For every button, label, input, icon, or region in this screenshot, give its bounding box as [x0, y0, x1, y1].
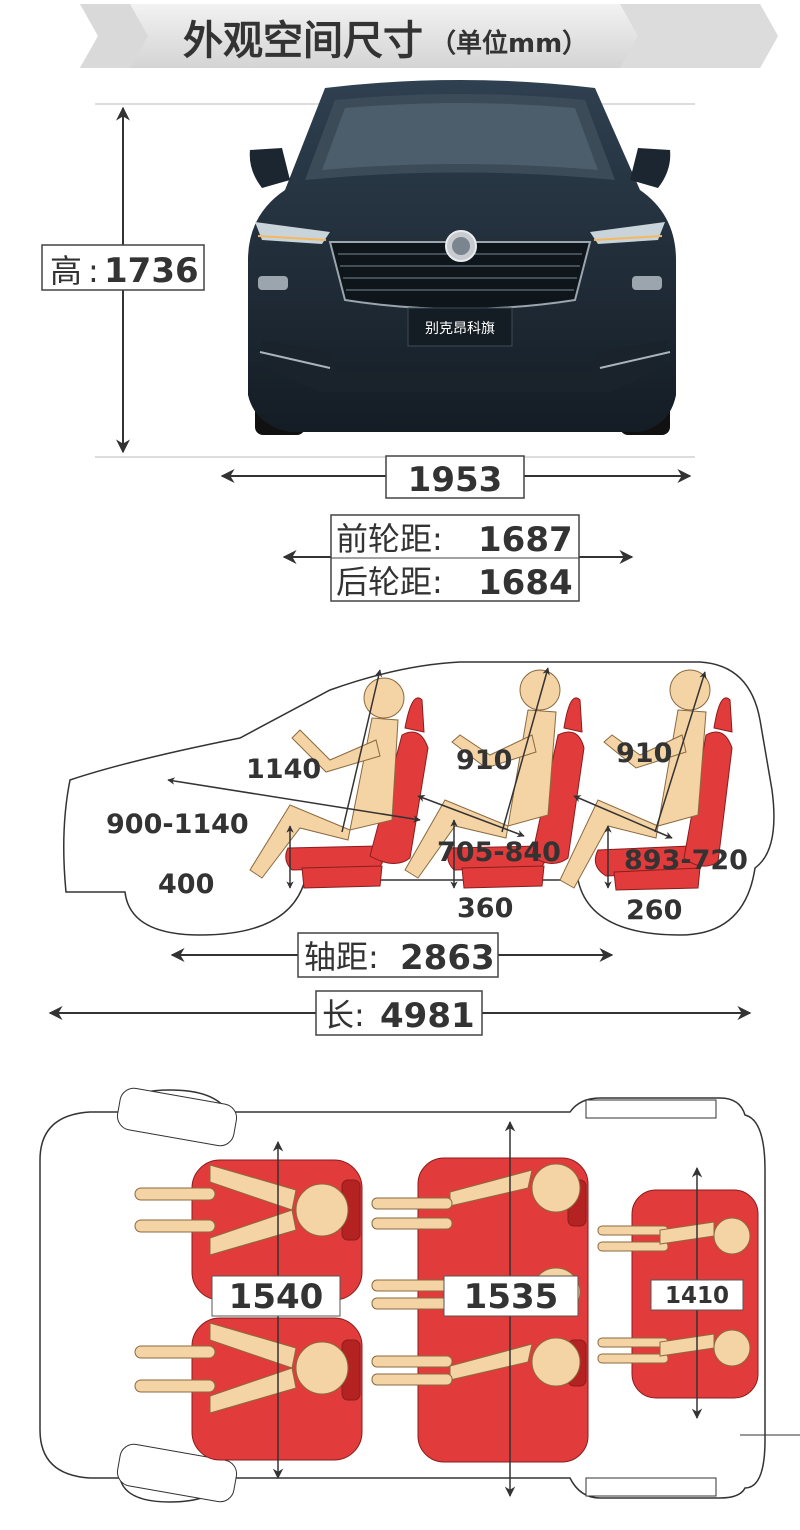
header-banner: [80, 4, 778, 68]
row2-headroom: 910: [456, 745, 512, 776]
length-label-box: [315, 990, 483, 1036]
row3-legroom: 893-720: [624, 845, 748, 876]
row2-seat-height: 360: [457, 893, 513, 924]
row1-headroom: 1140: [246, 754, 321, 785]
page-title-unit: （单位mm）: [430, 28, 588, 59]
width-label-box: [385, 455, 525, 499]
license-plate-text: 别克昂科旗: [425, 321, 495, 337]
rear-track-value: 1684: [478, 563, 573, 603]
row3-headroom: 910: [616, 738, 672, 769]
row1-width-value: 1540: [229, 1277, 324, 1317]
svg-text::: :: [88, 252, 99, 290]
page-title: 外观空间尺寸: [183, 18, 423, 64]
svg-text::: :: [432, 520, 443, 558]
wheelbase-label: 轴距: [304, 938, 368, 976]
row2-legroom: 705-840: [437, 837, 561, 868]
wheelbase-label-box: [297, 932, 499, 978]
row1-width-box: [211, 1275, 341, 1317]
row2-width-value: 1535: [464, 1277, 559, 1317]
rear-track-label: 后轮距: [336, 563, 432, 601]
row3-width-box: [650, 1279, 744, 1311]
svg-text::: :: [432, 563, 443, 601]
side-view-arrows: [167, 667, 707, 889]
row2-width-box: [443, 1275, 579, 1317]
width-value: 1953: [408, 460, 503, 500]
wheelbase-value: 2863: [400, 938, 495, 978]
length-value: 4981: [380, 996, 475, 1036]
row1-legroom: 900-1140: [106, 809, 249, 840]
length-label: 长: [322, 996, 354, 1034]
row1-seat-height: 400: [158, 869, 214, 900]
row3-seat-height: 260: [626, 895, 682, 926]
svg-text::: :: [354, 996, 365, 1034]
height-value: 1736: [104, 251, 199, 291]
svg-text::: :: [368, 938, 379, 976]
height-label-box: [41, 244, 205, 291]
front-track-label: 前轮距: [336, 520, 432, 558]
front-track-value: 1687: [478, 520, 573, 560]
car-front-illustration: [248, 80, 676, 435]
height-label: 高: [50, 252, 82, 290]
row3-width-value: 1410: [665, 1283, 729, 1309]
